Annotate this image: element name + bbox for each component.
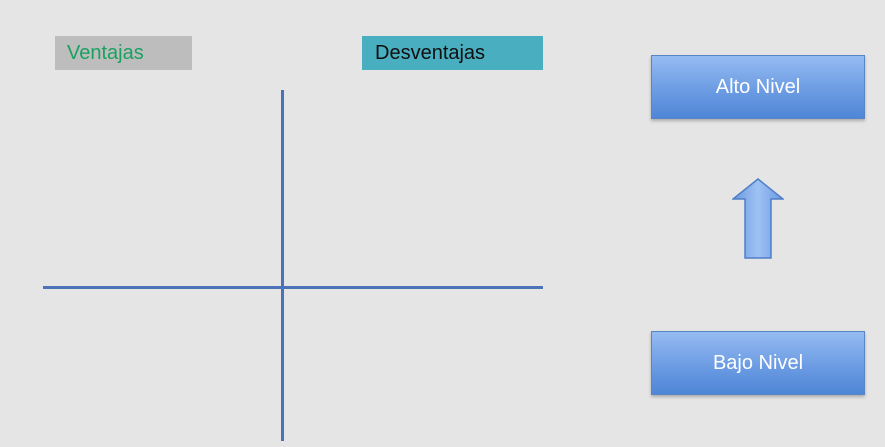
vertical-axis-line — [281, 90, 284, 441]
horizontal-axis-line — [43, 286, 543, 289]
up-arrow-icon — [730, 178, 786, 262]
desventajas-label: Desventajas — [362, 36, 543, 70]
ventajas-label: Ventajas — [55, 36, 192, 70]
high-level-box: Alto Nivel — [651, 55, 865, 119]
low-level-box: Bajo Nivel — [651, 331, 865, 395]
